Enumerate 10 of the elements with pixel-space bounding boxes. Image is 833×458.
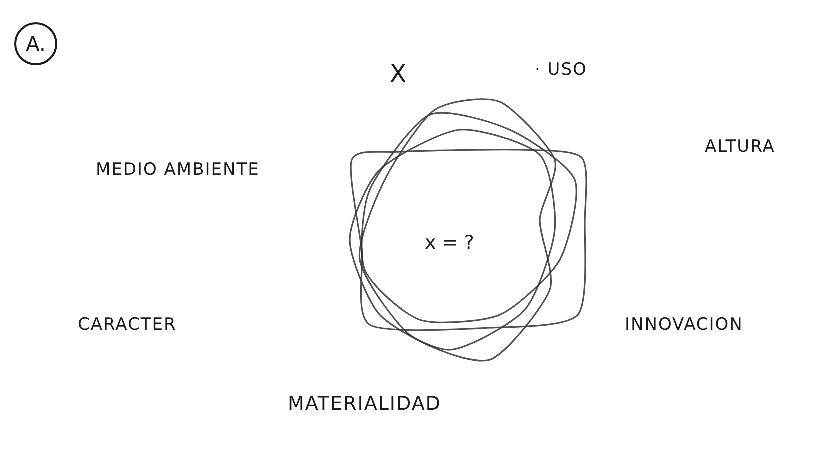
equation-text: x = ? xyxy=(425,232,474,254)
criterion-label: · USO xyxy=(535,60,588,80)
circled-letter xyxy=(14,22,58,66)
panel-letter: A. xyxy=(25,32,47,56)
criterion-label: MATERIALIDAD xyxy=(288,393,442,415)
criterion-label: ALTURA xyxy=(705,137,776,157)
criterion-label: CARACTER xyxy=(78,315,177,335)
criterion-label: INNOVACION xyxy=(625,315,744,335)
variable-label: X xyxy=(390,60,408,88)
criterion-label: MEDIO AMBIENTE xyxy=(96,160,260,180)
